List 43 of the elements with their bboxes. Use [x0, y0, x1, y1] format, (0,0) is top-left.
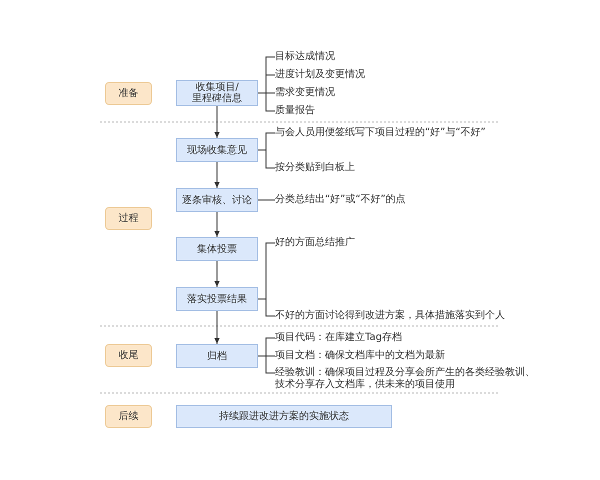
note-text: 分类总结出“好”或“不好”的点 [275, 194, 406, 206]
note-text: 进度计划及变更情况 [275, 69, 365, 81]
arrow [214, 212, 220, 238]
note-text: 与会人员用便签纸写下项目过程的“好”与“不好” [275, 127, 486, 139]
process-box [176, 188, 258, 212]
connector-line [258, 298, 276, 316]
arrow [214, 106, 220, 138]
arrow [214, 162, 220, 188]
stage-label [105, 207, 152, 230]
note-text: 经验教训：确保项目过程及分享会所产生的各类经验教训、技术分享存入文档库，供未来的项目使用 [275, 367, 541, 391]
step-text: 集体投票 [197, 244, 237, 254]
note-text: 项目文档：确保文档库中的文档为最新 [275, 350, 445, 362]
note-text: 需求变更情况 [275, 87, 335, 99]
process-box [176, 344, 258, 368]
process-box [176, 80, 258, 106]
step-text: 现场收集意见 [187, 144, 247, 156]
process-box [176, 287, 258, 311]
note-text: 项目代码：在库建立Tag存档 [275, 332, 402, 344]
note-text: 好的方面总结推广 [275, 237, 355, 249]
note-text: 按分类贴到白板上 [275, 162, 355, 174]
step-text: 逐条审核、讨论 [182, 194, 252, 206]
connector-line [258, 356, 276, 374]
arrow [214, 260, 220, 288]
stage-name: 准备 [118, 88, 138, 99]
step-text: 落实投票结果 [187, 294, 247, 304]
process-box [176, 237, 258, 261]
connector-line [258, 92, 276, 112]
stage-name: 收尾 [118, 350, 138, 361]
stage-name: 后续 [118, 411, 138, 422]
stage-label [105, 405, 152, 428]
stage-name: 过程 [118, 213, 138, 224]
step-text: 持续跟进改进方案的实施状态 [219, 411, 349, 422]
step-text: 归档 [207, 350, 227, 362]
process-box [176, 405, 392, 428]
stage-label [105, 82, 152, 105]
note-text: 质量报告 [275, 105, 315, 117]
note-text: 目标达成情况 [275, 51, 335, 63]
connector-line [258, 150, 276, 168]
process-box [176, 138, 258, 162]
arrow [214, 310, 220, 344]
note-text: 不好的方面讨论得到改进方案，具体措施落实到个人 [275, 310, 505, 322]
stage-label [105, 344, 152, 367]
step-text: 收集项目/里程碑信息 [191, 82, 243, 104]
